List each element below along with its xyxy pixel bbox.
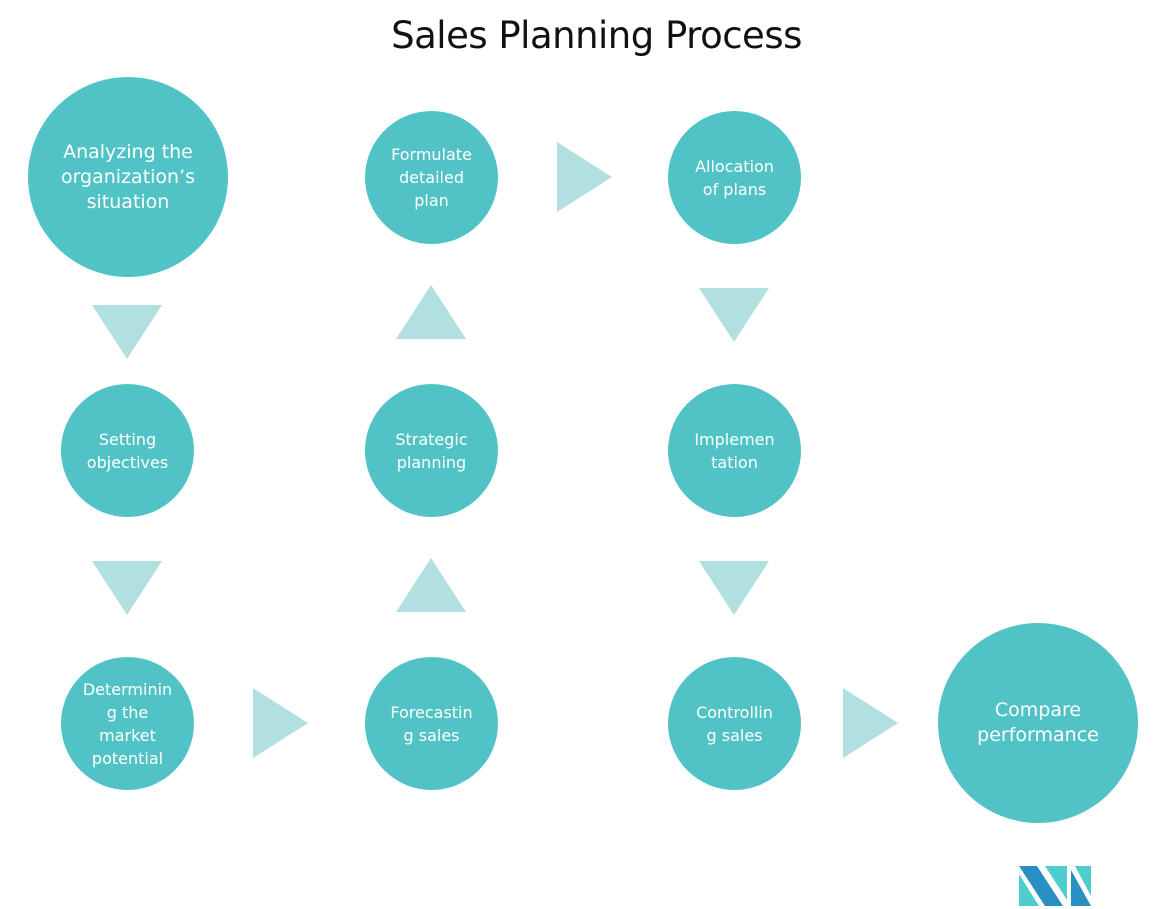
arrow-right-icon bbox=[557, 142, 612, 212]
node-formulate-plan: Formulate detailed plan bbox=[365, 111, 498, 244]
arrow-down-icon bbox=[92, 305, 162, 359]
node-label: Implemen tation bbox=[694, 429, 775, 472]
node-strategic-planning: Strategic planning bbox=[365, 384, 498, 517]
node-label: Formulate detailed plan bbox=[391, 145, 472, 210]
node-controlling: Controllin g sales bbox=[668, 657, 801, 790]
arrow-right-icon bbox=[253, 688, 308, 758]
node-label: Analyzing the organization’s situation bbox=[60, 140, 196, 213]
diagram-title: Sales Planning Process bbox=[391, 14, 802, 57]
arrow-right-icon bbox=[843, 688, 898, 758]
arrow-down-icon bbox=[699, 288, 769, 342]
node-label: Allocation of plans bbox=[695, 156, 774, 199]
node-compare: Compare performance bbox=[938, 623, 1138, 823]
node-label: Determinin g the market potential bbox=[82, 679, 173, 768]
node-setting-objectives: Setting objectives bbox=[61, 384, 194, 517]
node-label: Compare performance bbox=[977, 699, 1099, 746]
node-label: Controllin g sales bbox=[696, 702, 773, 745]
brand-logo-icon bbox=[1019, 866, 1091, 906]
arrow-down-icon bbox=[699, 561, 769, 615]
arrow-up-icon bbox=[396, 558, 466, 612]
node-analyzing: Analyzing the organization’s situation bbox=[28, 77, 228, 277]
node-label: Strategic planning bbox=[395, 429, 468, 472]
arrow-down-icon bbox=[92, 561, 162, 615]
node-allocation: Allocation of plans bbox=[668, 111, 801, 244]
node-label: Forecastin g sales bbox=[390, 702, 473, 745]
node-determining-market: Determinin g the market potential bbox=[61, 657, 194, 790]
node-label: Setting objectives bbox=[86, 429, 169, 472]
node-forecasting: Forecastin g sales bbox=[365, 657, 498, 790]
node-implementation: Implemen tation bbox=[668, 384, 801, 517]
arrow-up-icon bbox=[396, 285, 466, 339]
